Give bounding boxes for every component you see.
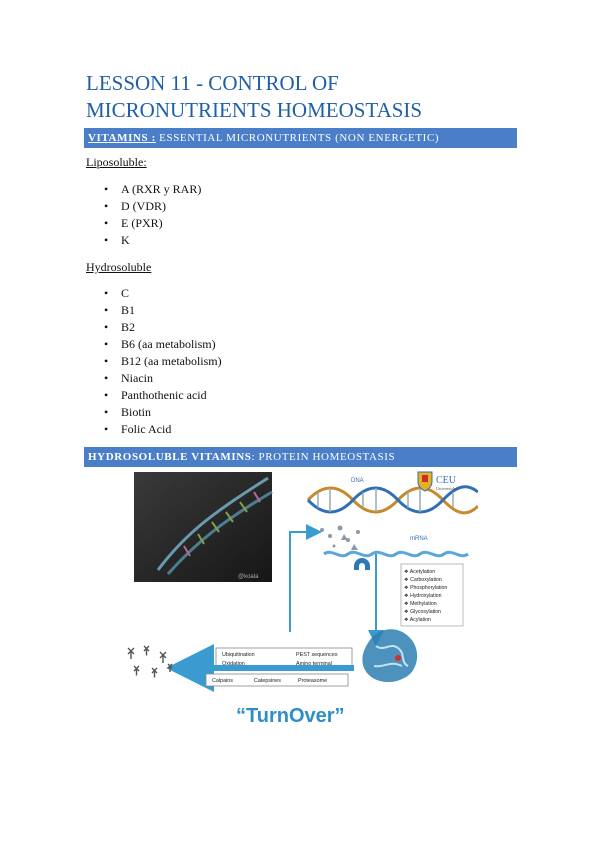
section-heading-bold: VITAMINS : — [88, 132, 156, 144]
section-heading-bold: HYDROSOLUBLE VITAMINS — [88, 451, 252, 463]
list-item: B6 (aa metabolism) — [86, 336, 222, 353]
degradation-ubiquitination: Ubiquitination — [222, 652, 255, 658]
modification-methylation: ❖ Methylation — [404, 601, 437, 607]
recycle-arrow — [289, 524, 322, 632]
list-item: B1 — [86, 302, 222, 319]
degradation-amino-terminal: Amino terminal — [296, 661, 332, 667]
modification-acylation: ❖ Acylation — [404, 617, 431, 623]
mrna-strand — [323, 550, 469, 558]
section-heading-rest: ESSENTIAL MICRONUTRIENTS (NON ENERGETIC) — [155, 132, 440, 144]
protease-box — [205, 673, 349, 687]
nucleotide-molecules-icon — [320, 525, 360, 550]
list-item: E (PXR) — [86, 215, 201, 232]
hydrosoluble-list: C B1 B2 B6 (aa metabolism) B12 (aa metab… — [86, 285, 222, 438]
section-heading-rest: : PROTEIN HOMEOSTASIS — [251, 451, 396, 463]
modification-phosphorylation: ❖ Phosphorylation — [404, 585, 447, 591]
section-heading-vitamins: VITAMINS : ESSENTIAL MICRONUTRIENTS (NON… — [84, 128, 517, 148]
hydrosoluble-label: Hydrosoluble — [86, 260, 152, 274]
dna-label: DNA — [351, 478, 364, 484]
video-watermark: @koala — [238, 574, 259, 580]
list-item: C — [86, 285, 222, 302]
list-item: Folic Acid — [86, 421, 222, 438]
page-title: LESSON 11 - CONTROL OF MICRONUTRIENTS HO… — [86, 70, 526, 124]
list-item: Niacin — [86, 370, 222, 387]
turnover-figure: @koala DNA CEU Universidad mRNA ❖ Acetyl… — [118, 470, 480, 732]
protease-proteasome: Proteasome — [298, 678, 327, 684]
amino-acids-icon — [127, 645, 173, 678]
dna-helix — [306, 485, 480, 515]
ceu-logo — [417, 471, 433, 492]
dna-video-still — [134, 472, 273, 582]
ceu-logo-subtext: Universidad — [436, 486, 459, 491]
modification-carboxylation: ❖ Carboxylation — [404, 577, 442, 583]
modification-hydroxylation: ❖ Hydroxylation — [404, 593, 442, 599]
turnover-caption: “TurnOver” — [236, 705, 345, 727]
protease-calpains: Calpains — [212, 678, 233, 684]
liposoluble-label: Liposoluble: — [86, 155, 147, 169]
list-item: Panthothenic acid — [86, 387, 222, 404]
list-item: D (VDR) — [86, 198, 201, 215]
modification-acetylation: ❖ Acetylation — [404, 569, 435, 575]
list-item: A (RXR y RAR) — [86, 181, 201, 198]
list-item: B12 (aa metabolism) — [86, 353, 222, 370]
protein-structure-icon — [362, 629, 418, 683]
modification-glycosylation: ❖ Glycosylation — [404, 609, 441, 615]
list-item: Biotin — [86, 404, 222, 421]
degradation-oxidation: Oxidation — [222, 661, 245, 667]
list-item: B2 — [86, 319, 222, 336]
mrna-label: mRNA — [410, 536, 428, 542]
protease-catepsines: Catepsines — [254, 678, 281, 684]
degradation-pest-sequences: PEST sequences — [296, 652, 338, 658]
ceu-logo-text: CEU — [436, 475, 457, 486]
liposoluble-list: A (RXR y RAR) D (VDR) E (PXR) K — [86, 181, 201, 249]
modifications-box — [400, 563, 464, 627]
title-line-2: MICRONUTRIENTS HOMEOSTASIS — [86, 98, 423, 122]
section-heading-protein-homeostasis: HYDROSOLUBLE VITAMINS: PROTEIN HOMEOSTAS… — [84, 447, 517, 467]
ribosome-icon — [354, 558, 370, 570]
list-item: K — [86, 232, 201, 249]
title-line-1: LESSON 11 - CONTROL OF — [86, 71, 339, 95]
